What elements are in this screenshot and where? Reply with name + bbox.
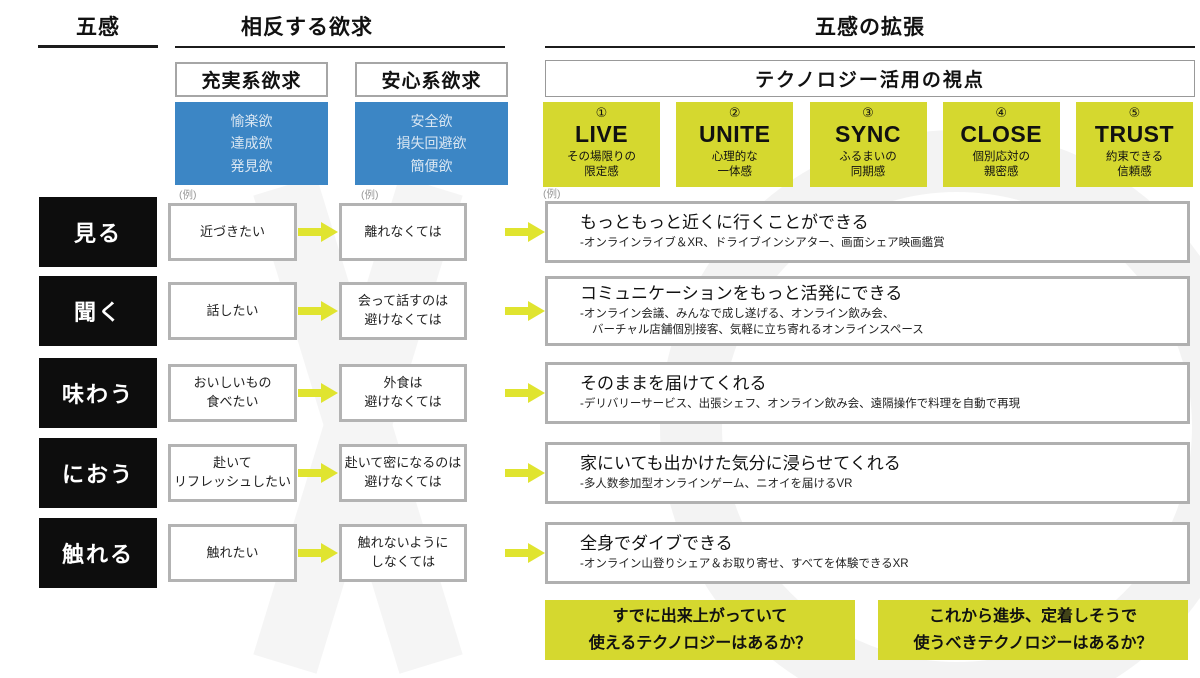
arrow-right-icon: [298, 543, 338, 563]
expansion-example-box: そのままを届けてくれる -デリバリーサービス、出張シェフ、オンライン飲み会、遠隔…: [545, 362, 1190, 424]
tech-name: TRUST: [1094, 121, 1175, 148]
arrow-right-icon: [298, 463, 338, 483]
tech-description: 心理的な 一体感: [711, 150, 758, 179]
title-five-senses: 五感: [76, 16, 120, 39]
expansion-example-box: もっともっと近くに行くことができる -オンラインライブ＆XR、ドライブインシアタ…: [545, 201, 1190, 263]
fulfill-desire-box: 話したい: [168, 282, 297, 340]
underline-conflicting-desires: [175, 46, 505, 48]
technology-box-row: ① LIVE その場限りの 限定感 ② UNITE 心理的な 一体感 ③ SYN…: [543, 102, 1193, 187]
tech-description: その場限りの 限定感: [567, 150, 636, 179]
fulfillment-desire-list: 愉楽欲 達成欲 発見欲: [175, 102, 328, 185]
tech-name: UNITE: [699, 121, 771, 148]
sense-row-touch: 触れる 触れたい 触れないように しなくては 全身でダイブできる -オンライン山…: [39, 518, 1190, 588]
tech-box-unite: ② UNITE 心理的な 一体感: [676, 102, 794, 187]
sense-row-see: 見る 近づきたい 離れなくては もっともっと近くに行くことができる -オンライン…: [39, 197, 1190, 267]
tech-description: ふるまいの 同期感: [839, 150, 897, 179]
security-desire-list: 安全欲 損失回避欲 簡便欲: [355, 102, 508, 185]
question-existing-technology: すでに出来上がっていて 使えるテクノロジーはあるか？: [545, 600, 855, 660]
example-title: 家にいても出かけた気分に浸らせてくれる: [580, 454, 901, 474]
arrow-right-icon: [505, 463, 545, 483]
tech-box-sync: ③ SYNC ふるまいの 同期感: [809, 102, 927, 187]
sense-label: 見る: [39, 197, 157, 267]
expansion-example-box: コミュニケーションをもっと活発にできる -オンライン会議、みんなで成し遂げる、オ…: [545, 276, 1190, 346]
fulfill-desire-box: 近づきたい: [168, 203, 297, 261]
tech-description: 個別応対の 親密感: [972, 150, 1031, 179]
secure-desire-box: 会って話すのは 避けなくては: [339, 282, 467, 340]
example-detail: -オンライン会議、みんなで成し遂げる、オンライン飲み会、: [580, 308, 895, 321]
secure-desire-box: 赴いて密になるのは 避けなくては: [339, 444, 467, 502]
example-label: (例): [179, 189, 197, 201]
tech-number: ④: [995, 105, 1008, 120]
secure-desire-box: 離れなくては: [339, 203, 467, 261]
example-label: (例): [361, 189, 379, 201]
sense-label: におう: [39, 438, 157, 508]
underline-five-senses: [38, 45, 158, 48]
fulfillment-desire-header: 充実系欲求: [175, 62, 328, 97]
fulfill-desire-box: おいしいもの 食べたい: [168, 364, 297, 422]
question-future-technology: これから進歩、定着しそうで 使うべきテクノロジーはあるか？: [878, 600, 1188, 660]
security-desire-header: 安心系欲求: [355, 62, 508, 97]
example-detail: -オンラインライブ＆XR、ドライブインシアター、画面シェア映画鑑賞: [580, 237, 945, 250]
arrow-right-icon: [298, 222, 338, 242]
secure-desire-box: 触れないように しなくては: [339, 524, 467, 582]
arrow-right-icon: [298, 383, 338, 403]
sense-label: 味わう: [39, 358, 157, 428]
example-detail: -デリバリーサービス、出張シェフ、オンライン飲み会、遠隔操作で料理を自動で再現: [580, 398, 1021, 411]
example-title: コミュニケーションをもっと活発にできる: [580, 284, 903, 304]
technology-perspective-panel: テクノロジー活用の視点: [545, 60, 1195, 97]
expansion-example-box: 家にいても出かけた気分に浸らせてくれる -多人数参加型オンラインゲーム、ニオイを…: [545, 442, 1190, 504]
tech-number: ③: [862, 105, 874, 120]
arrow-right-icon: [505, 383, 545, 403]
sense-label: 触れる: [39, 518, 157, 588]
secure-desire-box: 外食は 避けなくては: [339, 364, 467, 422]
sense-row-taste: 味わう おいしいもの 食べたい 外食は 避けなくては そのままを届けてくれる -…: [39, 358, 1190, 428]
tech-name: SYNC: [835, 121, 901, 148]
sense-row-smell: におう 赴いて リフレッシュしたい 赴いて密になるのは 避けなくては 家にいても…: [39, 438, 1190, 508]
tech-box-trust: ⑤ TRUST 約束できる 信頼感: [1076, 102, 1193, 187]
example-title: もっともっと近くに行くことができる: [580, 213, 869, 233]
tech-description: 約束できる 信頼感: [1105, 150, 1164, 179]
example-detail: バーチャル店舗個別接客、気軽に立ち寄れるオンラインスペース: [592, 324, 924, 337]
fulfill-desire-box: 触れたい: [168, 524, 297, 582]
tech-name: CLOSE: [960, 121, 1043, 148]
tech-number: ⑤: [1128, 105, 1141, 120]
sense-label: 聞く: [39, 276, 157, 346]
example-detail: -オンライン山登りシェア＆お取り寄せ、すべてを体験できるXR: [580, 558, 909, 571]
title-senses-expansion: 五感の拡張: [815, 16, 925, 39]
expansion-example-box: 全身でダイブできる -オンライン山登りシェア＆お取り寄せ、すべてを体験できるXR: [545, 522, 1190, 584]
example-label: (例): [543, 188, 561, 200]
example-detail: -多人数参加型オンラインゲーム、ニオイを届けるVR: [580, 478, 853, 491]
tech-number: ①: [595, 105, 608, 120]
tech-number: ②: [728, 105, 741, 120]
example-title: そのままを届けてくれる: [580, 374, 767, 394]
example-title: 全身でダイブできる: [580, 534, 733, 554]
underline-senses-expansion: [545, 46, 1195, 48]
tech-name: LIVE: [574, 121, 629, 148]
arrow-right-icon: [505, 543, 545, 563]
arrow-right-icon: [298, 301, 338, 321]
tech-box-close: ④ CLOSE 個別応対の 親密感: [942, 102, 1060, 187]
title-conflicting-desires: 相反する欲求: [241, 16, 373, 39]
arrow-right-icon: [505, 222, 545, 242]
arrow-right-icon: [505, 301, 545, 321]
tech-box-live: ① LIVE その場限りの 限定感: [543, 102, 660, 187]
fulfill-desire-box: 赴いて リフレッシュしたい: [168, 444, 297, 502]
sense-row-hear: 聞く 話したい 会って話すのは 避けなくては コミュニケーションをもっと活発にで…: [39, 276, 1190, 346]
